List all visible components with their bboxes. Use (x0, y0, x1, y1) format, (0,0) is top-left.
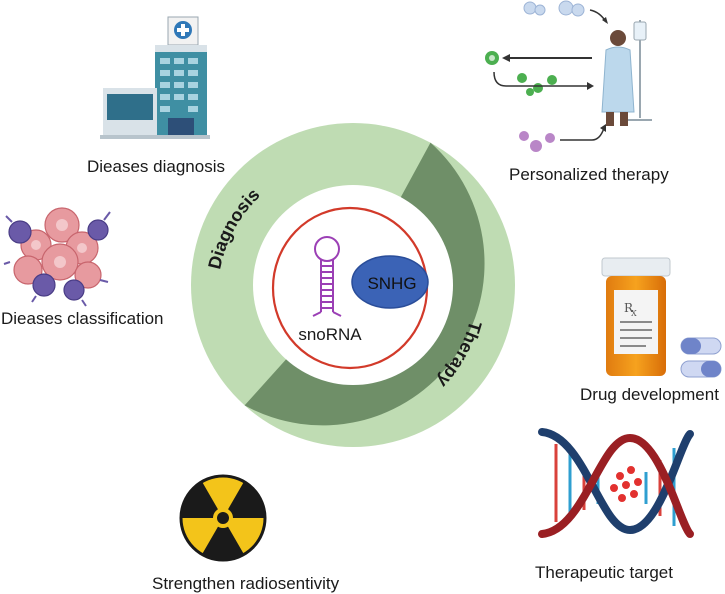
label-drug-development: Drug development (580, 385, 719, 404)
svg-text:X: X (631, 309, 637, 318)
dna-icon (538, 428, 694, 538)
snhg-label: SNHG (367, 274, 416, 293)
molecule-panel: snoRNA SNHG (271, 206, 429, 370)
pill-bottle-icon: R X (601, 257, 722, 378)
snorna-label: snoRNA (298, 325, 362, 344)
snorna-hairpin-icon (312, 236, 342, 317)
label-therapeutic-target: Therapeutic target (535, 563, 673, 582)
svg-text:R: R (624, 301, 634, 315)
patient-icon (485, 0, 652, 152)
radiation-icon (179, 474, 267, 562)
cancer-cells-icon (3, 207, 111, 307)
label-dieases-classification: Dieases classification (1, 309, 164, 328)
hospital-icon (100, 16, 210, 139)
label-personalized-therapy: Personalized therapy (509, 165, 669, 184)
snhg-blob (351, 255, 429, 309)
label-dieases-diagnosis: Dieases diagnosis (87, 157, 225, 176)
label-strengthen-radiosentivity: Strengthen radiosentivity (152, 574, 340, 593)
